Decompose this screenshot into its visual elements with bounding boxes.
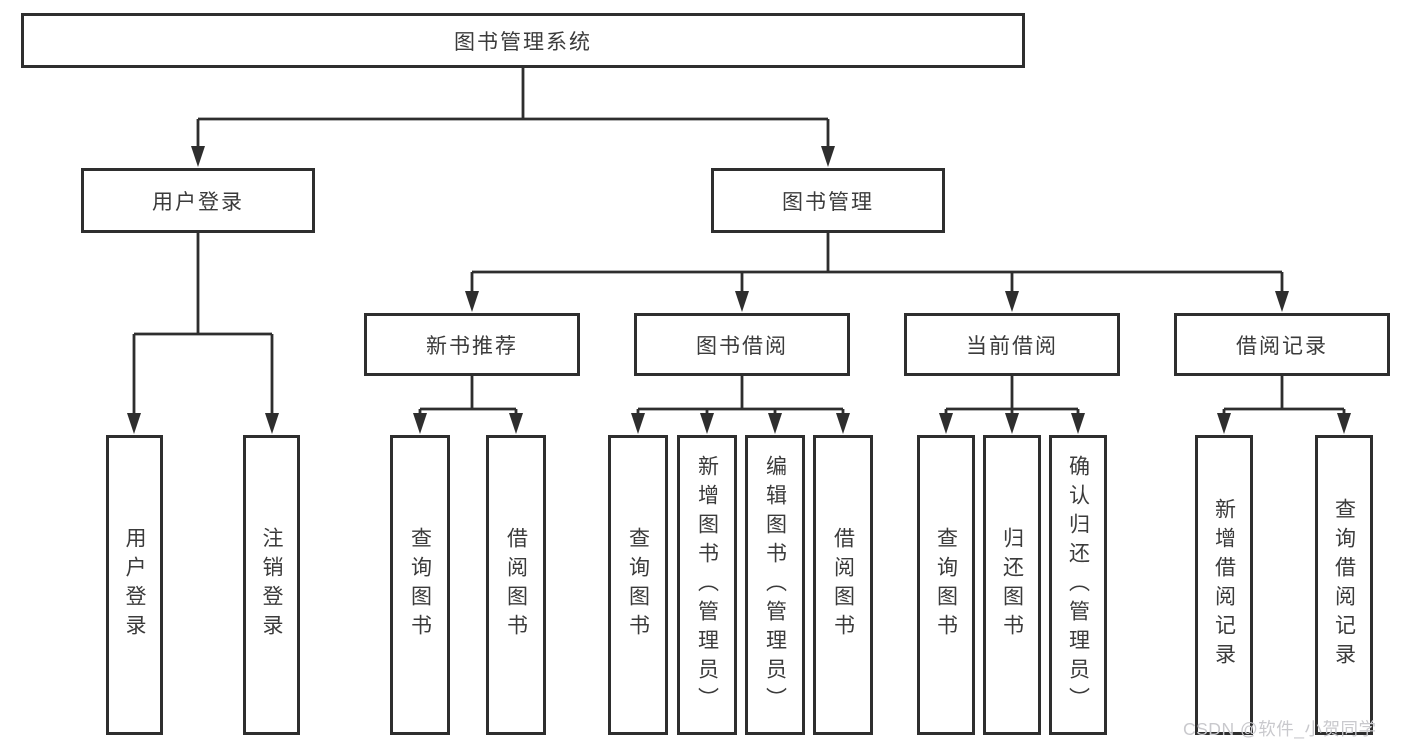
- node-library-management-system: 图书管理系统: [21, 13, 1025, 68]
- arrowhead-icons: [127, 146, 1351, 434]
- node-user-login: 用户登录: [81, 168, 315, 233]
- node-book-borrowing: 图书借阅: [634, 313, 850, 376]
- node-current-borrowing: 当前借阅: [904, 313, 1120, 376]
- leaf-query-borrow-record: 查询借阅记录: [1315, 435, 1373, 735]
- leaf-borrow-books-borrowing: 借阅图书: [813, 435, 873, 735]
- leaf-user-login: 用户登录: [106, 435, 163, 735]
- node-borrowing-records: 借阅记录: [1174, 313, 1390, 376]
- leaf-add-book-admin: 新增图书（管理员）: [677, 435, 737, 735]
- csdn-watermark: CSDN @软件_小贺同学: [1183, 719, 1377, 739]
- leaf-query-books-current: 查询图书: [917, 435, 975, 735]
- leaf-confirm-return-admin: 确认归还（管理员）: [1049, 435, 1107, 735]
- leaf-add-borrow-record: 新增借阅记录: [1195, 435, 1253, 735]
- leaf-borrow-books-recommend: 借阅图书: [486, 435, 546, 735]
- leaf-logout: 注销登录: [243, 435, 300, 735]
- leaf-query-books-borrowing: 查询图书: [608, 435, 668, 735]
- node-book-management: 图书管理: [711, 168, 945, 233]
- node-new-book-recommendation: 新书推荐: [364, 313, 580, 376]
- leaf-return-books: 归还图书: [983, 435, 1041, 735]
- leaf-query-books-recommend: 查询图书: [390, 435, 450, 735]
- leaf-edit-book-admin: 编辑图书（管理员）: [745, 435, 805, 735]
- connector-lines: [132, 68, 1346, 416]
